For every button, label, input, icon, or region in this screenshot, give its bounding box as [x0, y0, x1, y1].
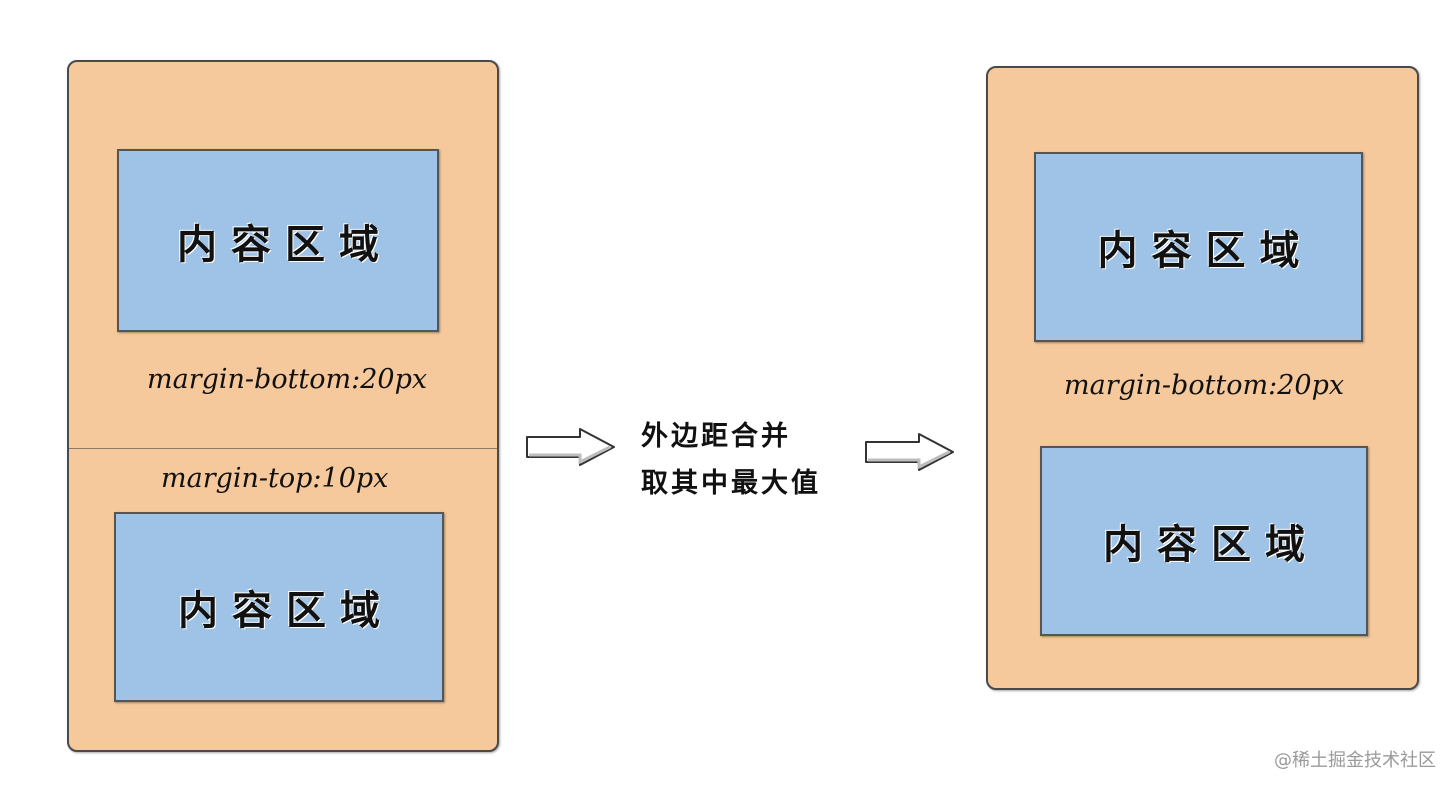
right-arrow-icon — [526, 428, 615, 466]
right-bottom-content-label: 内容区域 — [1103, 522, 1319, 568]
left-margin-bottom-label: margin-bottom:20px — [147, 364, 428, 395]
right-margin-bottom-label: margin-bottom:20px — [1064, 370, 1345, 401]
right-bottom-content-box: 内容区域 — [1040, 446, 1368, 636]
note-line-2: 取其中最大值 — [641, 468, 821, 499]
note-line-1: 外边距合并 — [641, 421, 791, 452]
left-top-content-box: 内容区域 — [117, 149, 439, 332]
left-outer-box: 内容区域 margin-bottom:20px margin-top:10px … — [67, 60, 499, 752]
left-bottom-content-label: 内容区域 — [178, 588, 394, 634]
left-top-content-label: 内容区域 — [177, 221, 393, 268]
left-divider — [69, 448, 497, 449]
left-bottom-content-box: 内容区域 — [114, 512, 444, 702]
right-outer-box: 内容区域 margin-bottom:20px 内容区域 — [986, 66, 1419, 690]
left-margin-top-label: margin-top:10px — [161, 463, 389, 494]
right-top-content-label: 内容区域 — [1097, 228, 1314, 274]
right-top-content-box: 内容区域 — [1034, 152, 1363, 342]
right-arrow-icon — [865, 433, 954, 471]
watermark: @稀土掘金技术社区 — [1274, 750, 1436, 771]
